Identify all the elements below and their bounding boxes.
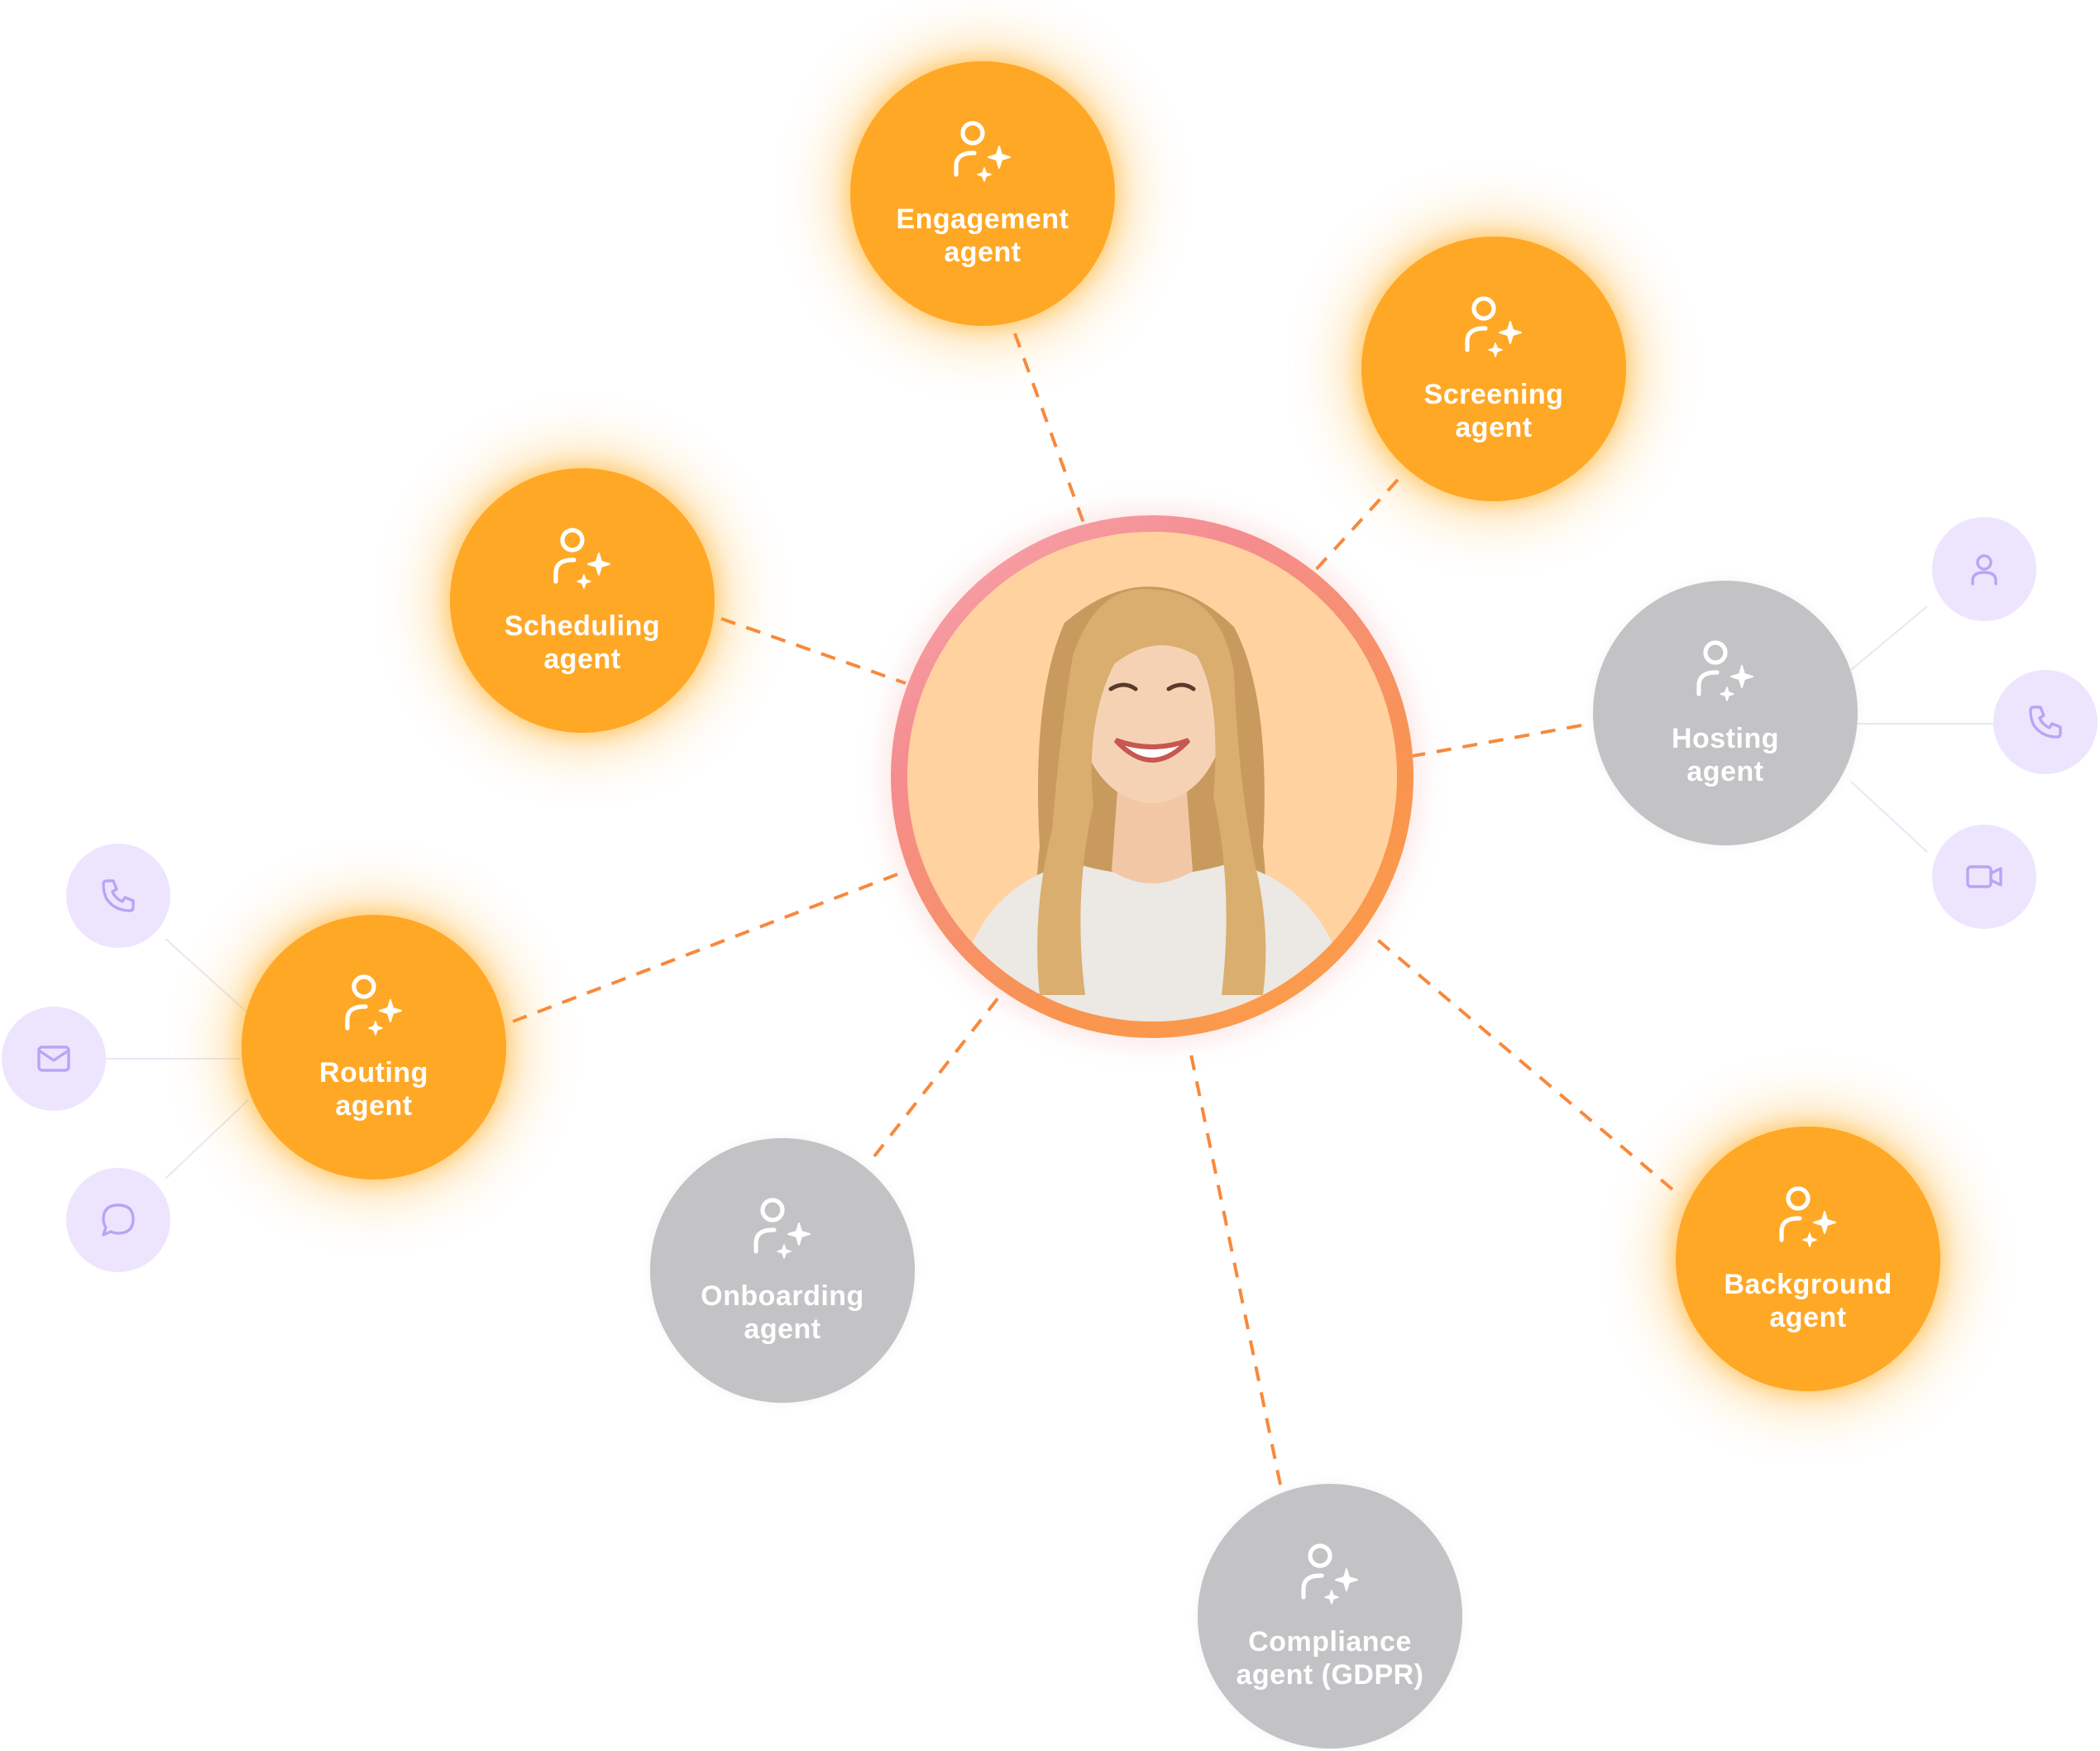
phone-icon (2026, 702, 2065, 742)
connector-engagement (1015, 333, 1083, 523)
hosting-channel-user[interactable] (1932, 517, 2036, 621)
user-icon (1964, 549, 2004, 589)
agent-sparkle-icon (1297, 1541, 1363, 1607)
channel-link-routing-phone (165, 939, 248, 1013)
agent-sparkle-icon (950, 118, 1016, 184)
scheduling-agent-label: Scheduling agent (505, 610, 660, 676)
agent-sparkle-icon (549, 525, 615, 591)
channel-link-hosting-video (1851, 782, 1927, 852)
connector-screening (1313, 480, 1398, 572)
onboarding-agent-label: Onboarding agent (701, 1280, 864, 1346)
compliance-agent-node[interactable]: Compliance agent (GDPR) (1198, 1484, 1462, 1749)
agent-sparkle-icon (1692, 638, 1758, 704)
video-icon (1964, 857, 2004, 897)
connector-routing (513, 874, 897, 1021)
hosting-agent-label: Hosting agent (1672, 722, 1779, 788)
engagement-agent-node[interactable]: Engagement agent (850, 61, 1115, 326)
hosting-channel-phone[interactable] (1993, 670, 2098, 774)
phone-icon (98, 876, 138, 916)
routing-agent-label: Routing agent (319, 1056, 428, 1122)
channel-link-hosting-user (1851, 606, 1927, 670)
routing-channel-phone[interactable] (66, 844, 170, 948)
engagement-agent-label: Engagement agent (896, 203, 1069, 269)
center-person-photo (907, 532, 1397, 1021)
compliance-agent-label: Compliance agent (GDPR) (1237, 1625, 1424, 1691)
agent-sparkle-icon (1461, 294, 1527, 360)
channel-link-routing-chat (165, 1100, 248, 1179)
mail-icon (34, 1039, 74, 1079)
background-agent-label: Background agent (1724, 1268, 1892, 1334)
routing-channel-mail[interactable] (2, 1007, 106, 1111)
routing-channel-chat[interactable] (66, 1168, 170, 1272)
connector-onboarding (874, 997, 999, 1156)
routing-agent-node[interactable]: Routing agent (242, 915, 506, 1179)
screening-agent-label: Screening agent (1424, 378, 1564, 444)
background-agent-node[interactable]: Background agent (1676, 1127, 1940, 1391)
chat-icon (98, 1200, 138, 1240)
connector-scheduling (721, 619, 906, 683)
hosting-agent-node[interactable]: Hosting agent (1593, 581, 1858, 845)
connector-compliance (1189, 1046, 1280, 1485)
hosting-channel-video[interactable] (1932, 825, 2036, 929)
scheduling-agent-node[interactable]: Scheduling agent (450, 468, 715, 733)
agent-sparkle-icon (341, 972, 407, 1038)
connector-background (1376, 939, 1672, 1189)
connector-hosting (1413, 725, 1581, 756)
person-photo-icon (907, 532, 1397, 1021)
screening-agent-node[interactable]: Screening agent (1361, 237, 1626, 501)
onboarding-agent-node[interactable]: Onboarding agent (650, 1138, 915, 1403)
agent-sparkle-icon (749, 1195, 816, 1261)
agent-sparkle-icon (1775, 1184, 1841, 1250)
